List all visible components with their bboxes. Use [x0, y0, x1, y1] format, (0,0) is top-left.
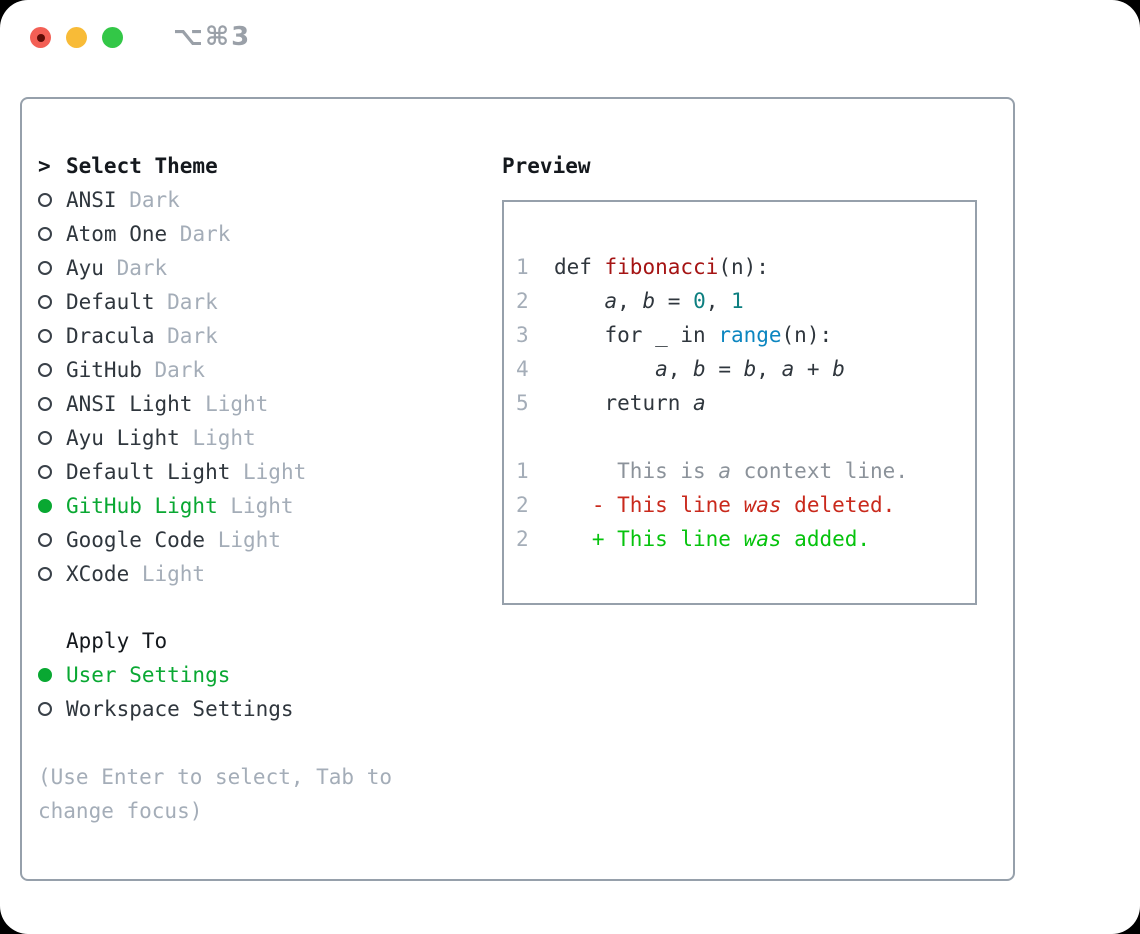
theme-item-ansi-light[interactable]: ANSI Light Light [38, 387, 458, 421]
radio-icon [38, 227, 66, 241]
radio-icon [38, 499, 66, 513]
titlebar: ⌥⌘3 [30, 22, 252, 52]
theme-item-variant: Dark [116, 188, 180, 212]
theme-item-label: GitHub [66, 358, 142, 382]
zoom-icon[interactable] [102, 27, 123, 48]
theme-item-github[interactable]: GitHub Dark [38, 353, 458, 387]
keyboard-hint: (Use Enter to select, Tab to change focu… [38, 765, 393, 823]
apply-to-header: Apply To [38, 624, 458, 658]
apply-to-title: Apply To [66, 629, 168, 653]
radio-icon [38, 329, 66, 343]
code-line-5: 5 return a [516, 391, 706, 415]
code-line-1: 1 def fibonacci(n): [516, 255, 769, 279]
theme-item-label: Google Code [66, 528, 206, 552]
theme-item-variant: Dark [167, 222, 231, 246]
radio-icon [38, 261, 66, 275]
theme-item-variant: Light [217, 494, 294, 518]
theme-item-variant: Dark [141, 358, 206, 382]
code-line-3: 3 for _ in range(n): [516, 323, 833, 347]
theme-item-xcode[interactable]: XCode Light [38, 557, 458, 591]
radio-icon [38, 702, 66, 716]
minimize-icon[interactable] [66, 27, 87, 48]
theme-list: ANSI Dark Atom One Dark Ayu Dark Default… [38, 183, 458, 591]
theme-item-variant: Light [205, 528, 281, 552]
theme-item-github-light[interactable]: GitHub Light Light [38, 489, 458, 523]
code-line-6 [516, 420, 965, 454]
radio-icon [38, 431, 66, 445]
theme-item-ansi[interactable]: ANSI Dark [38, 183, 458, 217]
apply-option-user-settings[interactable]: User Settings [38, 658, 458, 692]
theme-item-default-light[interactable]: Default Light Light [38, 455, 458, 489]
theme-item-label: Ayu [66, 256, 104, 280]
theme-item-dracula[interactable]: Dracula Dark [38, 319, 458, 353]
prompt-icon: > [38, 154, 51, 178]
theme-item-label: Atom One [66, 222, 168, 246]
apply-option-workspace-settings[interactable]: Workspace Settings [38, 692, 458, 726]
unsaved-dot-icon [36, 33, 45, 42]
theme-item-label: Dracula [66, 324, 155, 348]
theme-item-label: Default Light [66, 460, 231, 484]
theme-item-variant: Dark [154, 290, 218, 314]
theme-item-variant: Light [179, 426, 256, 450]
theme-item-variant: Light [129, 562, 206, 586]
preview-title: Preview [502, 154, 591, 178]
preview-column: Preview 1 def fibonacci(n): 2 a, b = 0, 1… [502, 149, 977, 605]
code-line-7: 1 This is a context line. [516, 459, 908, 483]
code-line-2: 2 a, b = 0, 1 [516, 289, 744, 313]
theme-item-label: XCode [66, 562, 130, 586]
radio-icon [38, 295, 66, 309]
radio-icon [38, 533, 66, 547]
code-line-9: 2 + This line was added. [516, 527, 871, 551]
theme-item-variant: Dark [154, 324, 218, 348]
radio-icon [38, 567, 66, 581]
apply-to-list: User Settings Workspace Settings [38, 658, 458, 726]
theme-picker-column: > Select Theme ANSI Dark Atom One Dark A… [38, 149, 458, 828]
radio-icon [38, 668, 66, 682]
radio-icon [38, 397, 66, 411]
theme-picker-panel: > Select Theme ANSI Dark Atom One Dark A… [20, 97, 1015, 881]
theme-item-label: GitHub Light [66, 494, 218, 518]
theme-item-atom-one[interactable]: Atom One Dark [38, 217, 458, 251]
theme-item-variant: Light [230, 460, 307, 484]
code-line-4: 4 a, b = b, a + b [516, 357, 845, 381]
select-theme-title: Select Theme [66, 154, 218, 178]
code-line-8: 2 - This line was deleted. [516, 493, 896, 517]
theme-item-google-code[interactable]: Google Code Light [38, 523, 458, 557]
theme-item-variant: Light [192, 392, 269, 416]
theme-item-label: Default [66, 290, 155, 314]
theme-item-label: ANSI [66, 188, 117, 212]
radio-icon [38, 465, 66, 479]
radio-icon [38, 193, 66, 207]
theme-item-ayu-light[interactable]: Ayu Light Light [38, 421, 458, 455]
theme-item-default[interactable]: Default Dark [38, 285, 458, 319]
close-icon[interactable] [30, 27, 51, 48]
apply-option-label: User Settings [66, 663, 231, 687]
apply-option-label: Workspace Settings [66, 697, 294, 721]
radio-icon [38, 363, 66, 377]
window-shortcut-label: ⌥⌘3 [173, 22, 252, 52]
select-theme-header: > Select Theme [38, 149, 458, 183]
preview-pane: 1 def fibonacci(n): 2 a, b = 0, 1 3 for _ … [502, 200, 977, 605]
theme-item-label: ANSI Light [66, 392, 193, 416]
theme-item-label: Ayu Light [66, 426, 180, 450]
theme-item-variant: Dark [103, 256, 168, 280]
theme-item-ayu[interactable]: Ayu Dark [38, 251, 458, 285]
